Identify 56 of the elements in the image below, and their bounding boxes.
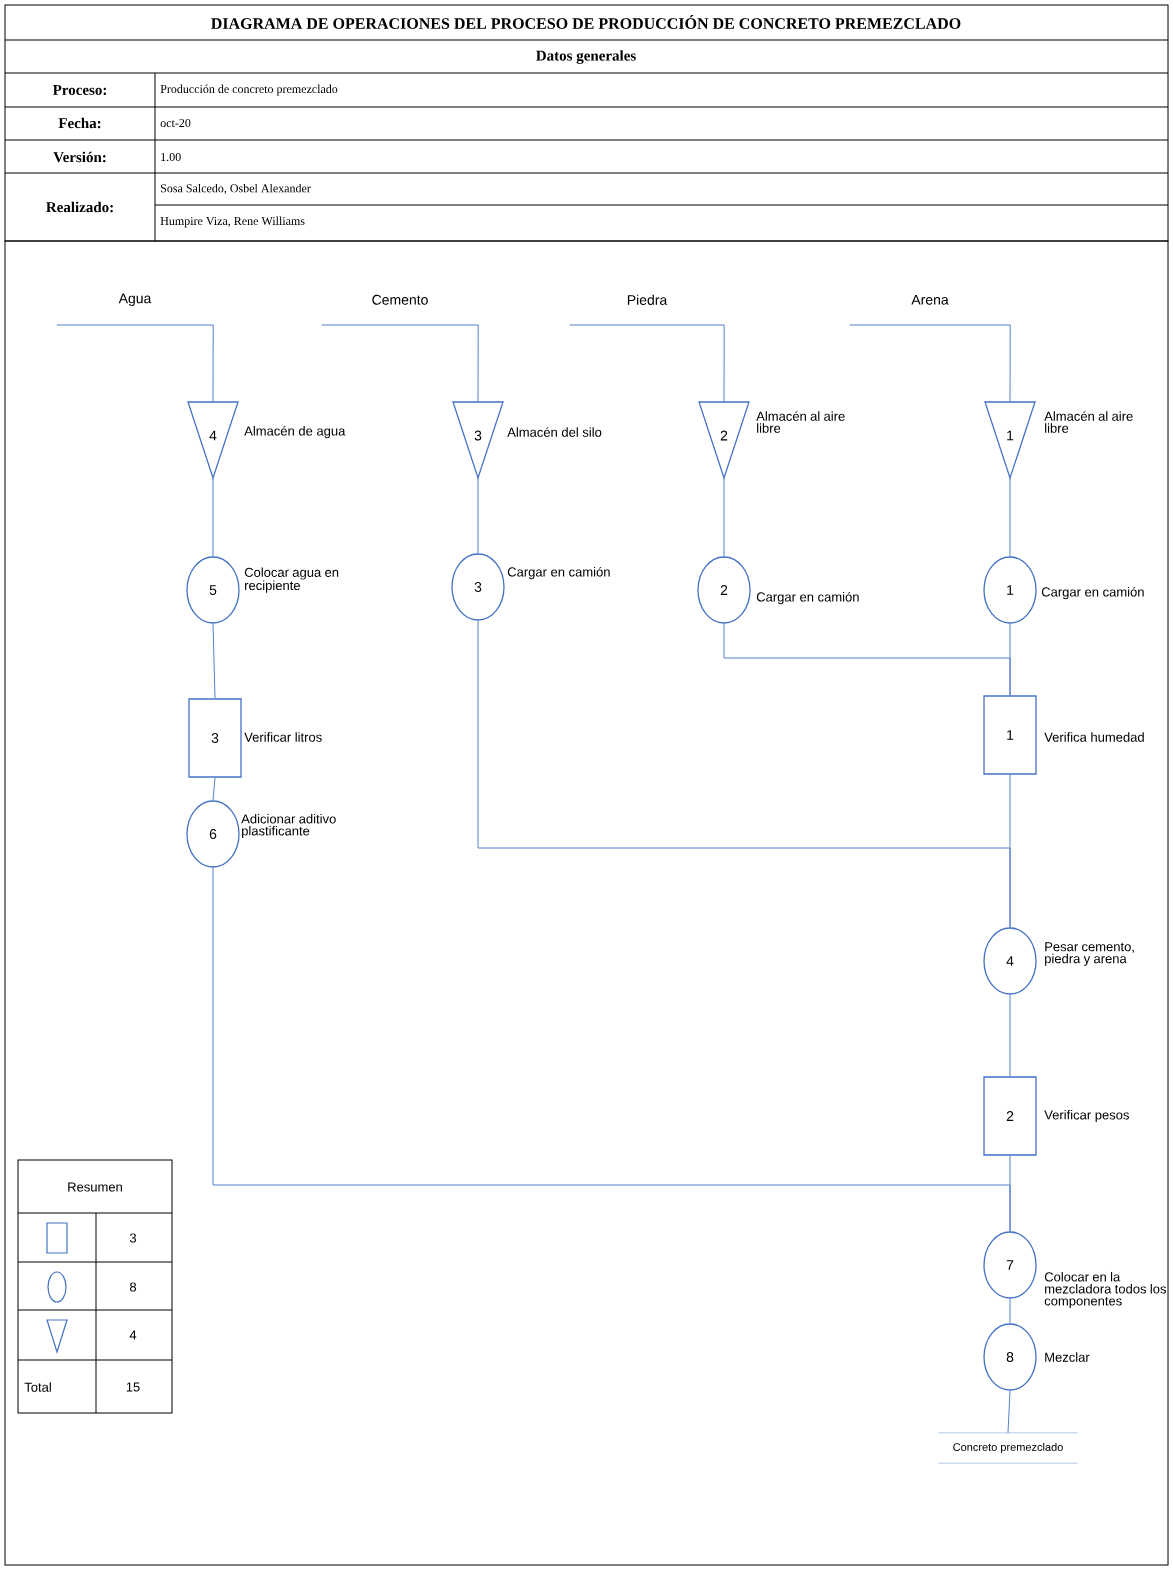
connector-line [212,623,216,699]
field-value: Sosa Salcedo, Osbel Alexander [161,183,311,195]
step-description: Almacén al aire libre [756,411,845,433]
table-cell: Resumen [68,1182,122,1192]
input-label: Cemento [372,294,428,305]
field-value: oct-20 [160,118,191,128]
step-description: Cargar en camión [756,591,859,605]
field-value: 1.00 [161,152,181,162]
field-label: Datos generales [536,50,636,64]
connector-line [1007,1390,1011,1434]
connector-line [1009,1298,1011,1324]
field-label: Proceso: [52,85,106,96]
table-cell: 3 [129,1233,137,1243]
field-label: Versión: [53,151,106,163]
input-label: Arena [911,294,949,305]
inspection-square: 2 [983,1076,1037,1156]
connector-line [1009,994,1011,1077]
table-cell: 15 [126,1382,140,1392]
step-description: Almacén del silo [507,427,602,437]
field-value: Humpire Viza, Rene Williams [160,216,305,228]
connector-line [569,324,725,403]
step-description: Verificar litros [244,732,322,742]
input-label: Agua [118,293,152,307]
connector-line [849,324,1011,403]
step-description: Colocar agua en recipiente [244,567,339,593]
step-description: Cargar en camión [1041,586,1144,600]
step-description: Mezclar [1045,1352,1090,1362]
step-description: Almacén al aire libre [1044,411,1133,433]
connector-line [477,620,1011,928]
table-cell: 4 [129,1330,137,1340]
field-value: Producción de concreto premezclado [160,84,338,96]
inspection-square: 3 [188,698,242,778]
field-label: Fecha: [58,117,101,129]
input-label: Piedra [627,294,668,305]
step-description: Verifica humedad [1044,732,1144,742]
step-description: Adicionar aditivo plastificante [241,813,336,839]
step-description: Almacén de agua [244,425,346,439]
connector-line [1009,477,1011,557]
step-description: Pesar cemento, piedra y arena [1045,942,1134,966]
connector-line [212,477,214,557]
step-description: Cargar en camión [507,566,610,580]
table-cell: Total [24,1382,51,1392]
connector-line [212,867,1011,1232]
connector-line [56,324,214,403]
title-text: DIAGRAMA DE OPERACIONES DEL PROCESO DE PRODUCCIÓN DE CONCRETO PREMEZCLADO [211,15,961,29]
table-cell: 8 [129,1282,137,1292]
field-label: Realizado: [46,201,113,213]
connector-line [212,777,216,801]
output-label: Concreto premezclado [938,1432,1078,1464]
step-description: Verificar pesos [1044,1109,1129,1123]
inspection-square: 1 [983,695,1037,775]
step-description: Colocar en la mezcladora todos los componentes [1044,1271,1166,1309]
connector-line [723,623,1011,696]
connector-line [723,477,725,557]
connector-line [477,477,479,554]
connector-line [321,324,479,403]
